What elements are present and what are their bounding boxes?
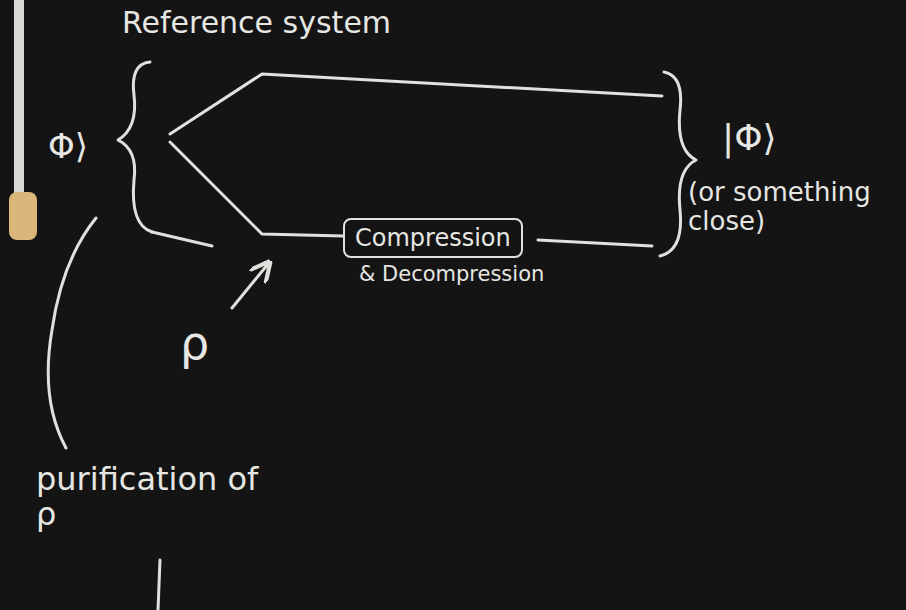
- purification-label: purification of ρ: [36, 462, 276, 532]
- output-wire: [538, 240, 652, 246]
- microphone: [9, 0, 37, 240]
- output-ket: |Φ⟩: [722, 118, 842, 158]
- reference-wire: [170, 74, 662, 134]
- rho-arrow: [232, 264, 268, 308]
- box-caption: & Decompression: [359, 262, 544, 286]
- density-symbol: ρ: [180, 318, 240, 369]
- mic-cable: [14, 0, 24, 195]
- state-ket: Φ⟩: [48, 128, 128, 165]
- left-brace: [118, 62, 152, 232]
- system-wire: [170, 142, 343, 236]
- system-label: Reference system: [122, 6, 422, 39]
- process-box: Compression & Decompression: [343, 218, 544, 286]
- box-title: Compression: [343, 218, 523, 258]
- brace-tail: [152, 232, 212, 246]
- purification-leader: [48, 218, 96, 448]
- mic-head: [9, 192, 37, 240]
- note-text: (or something close): [688, 178, 898, 235]
- chalk-stroke: [158, 560, 160, 610]
